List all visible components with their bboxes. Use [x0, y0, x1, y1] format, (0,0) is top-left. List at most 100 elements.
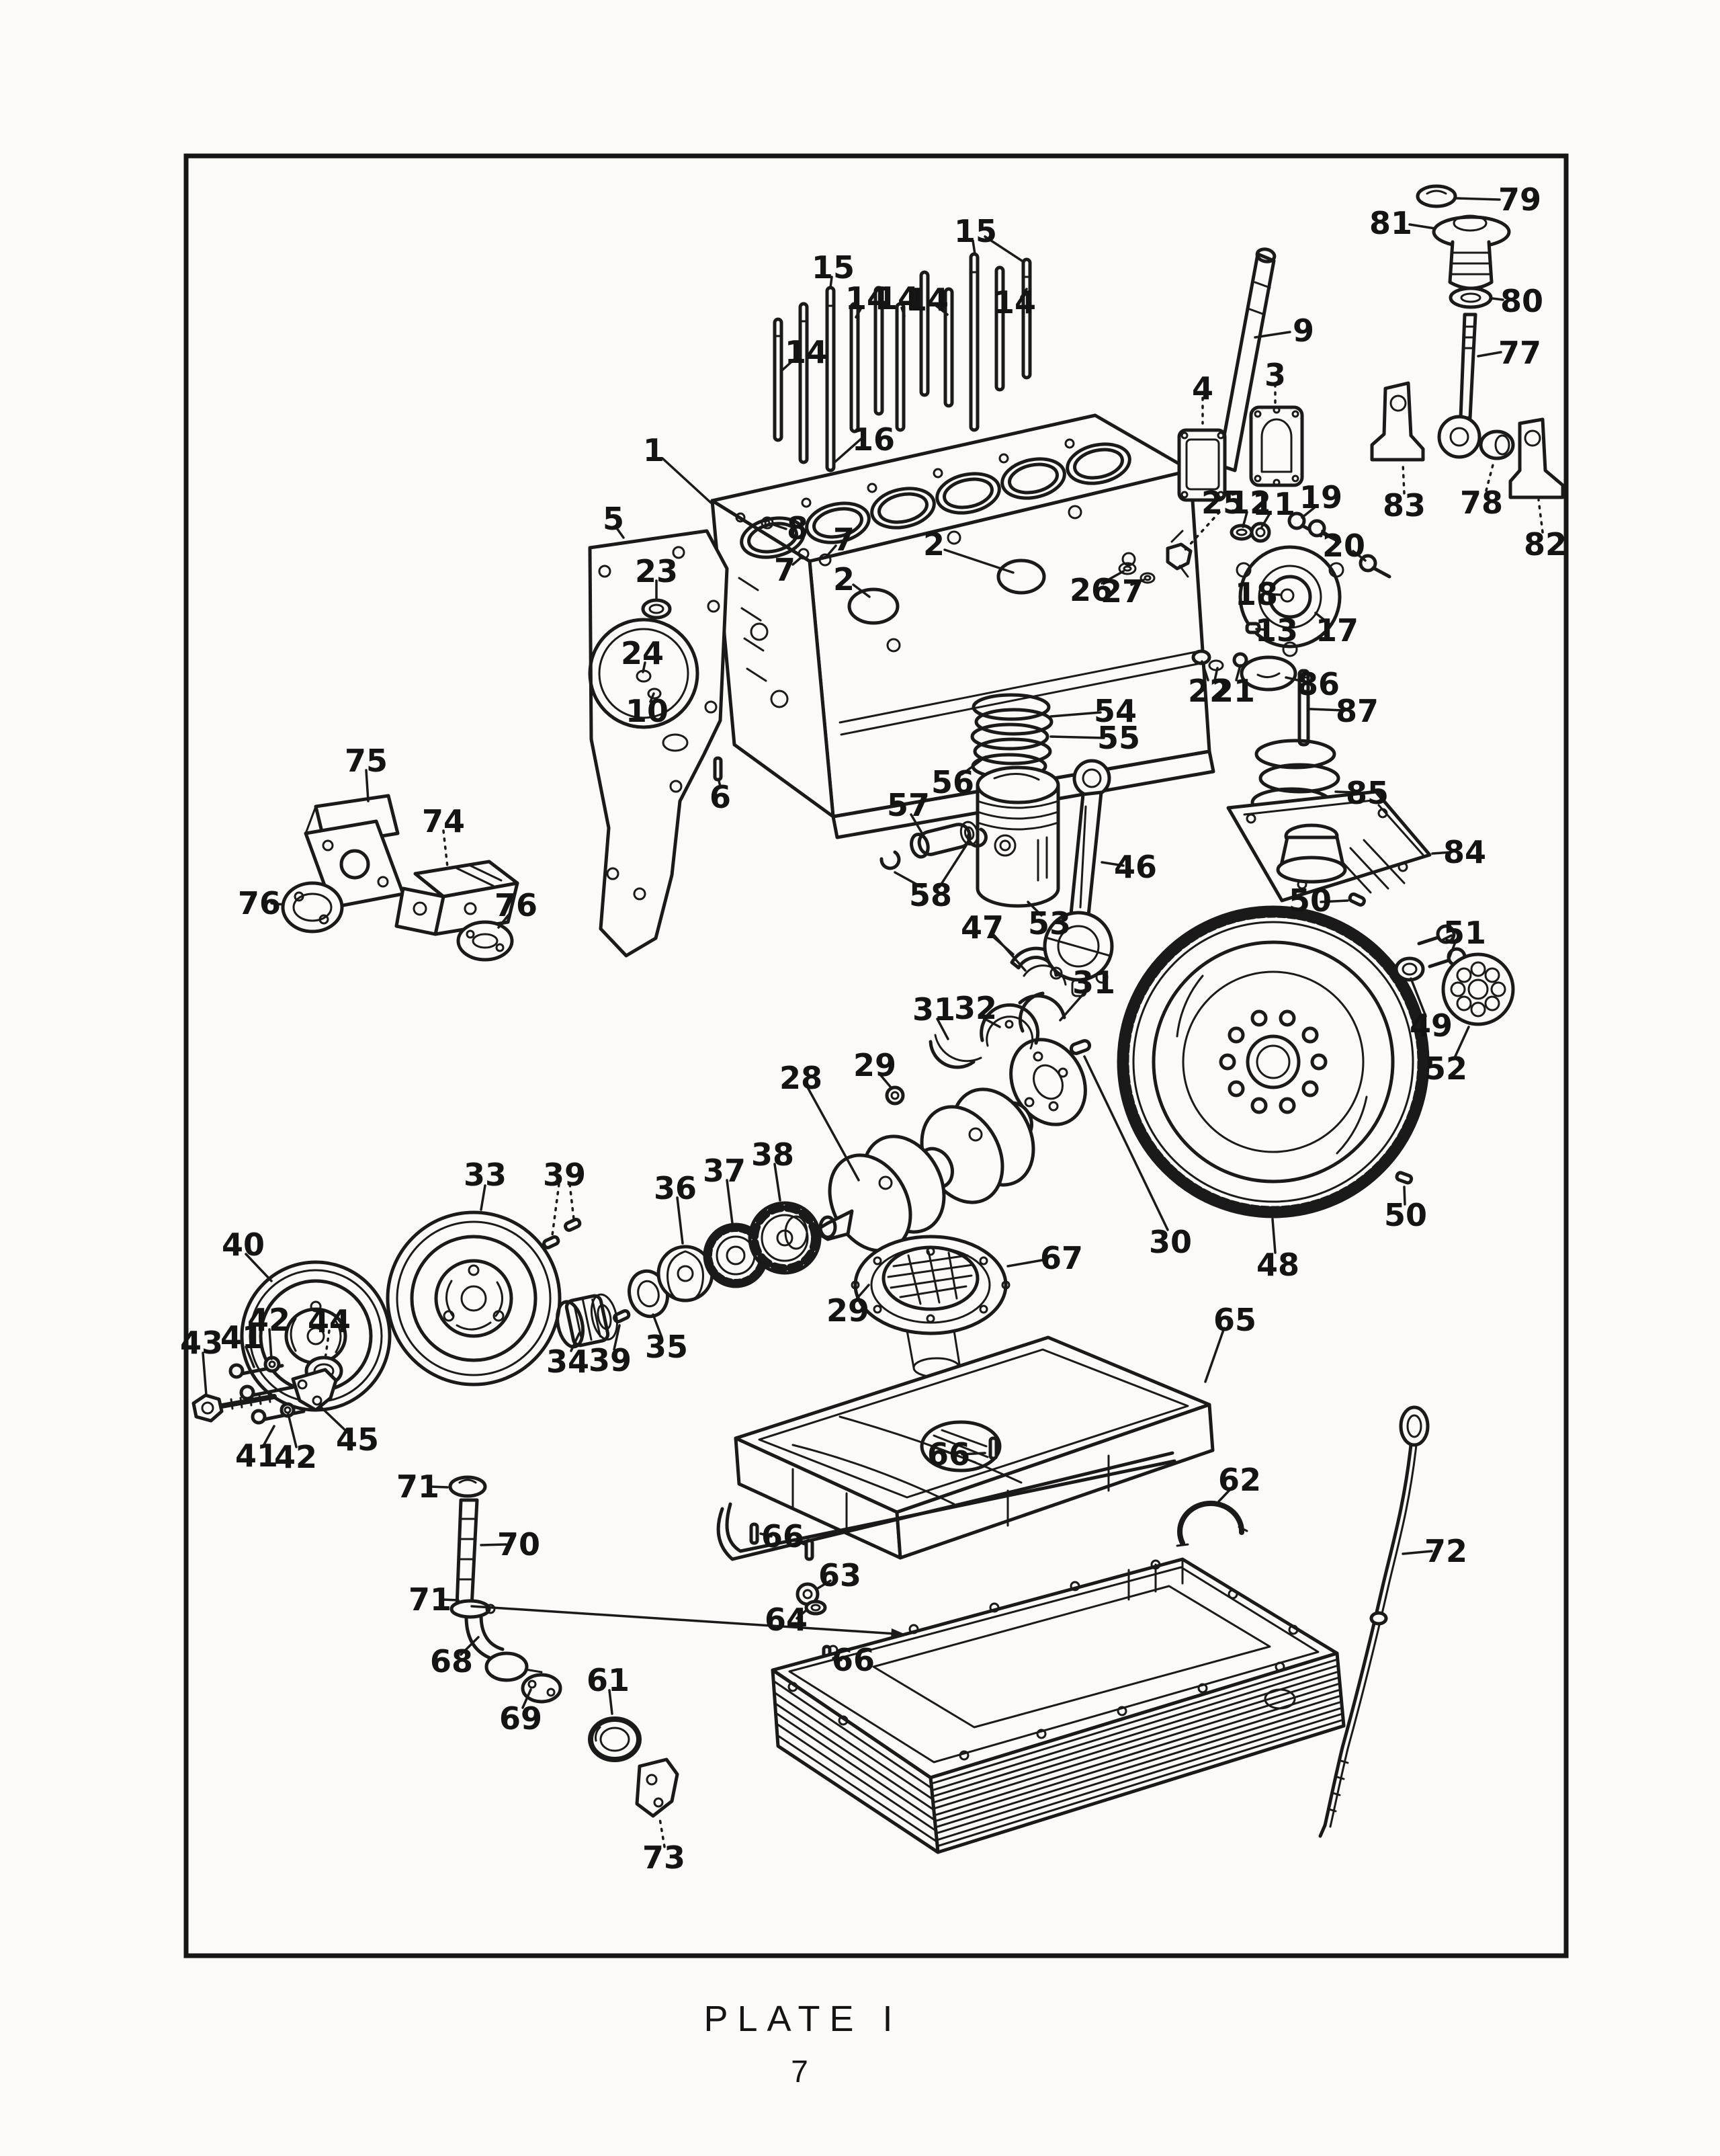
leader-49: [1410, 977, 1427, 1018]
leader-45: [320, 1406, 349, 1434]
callout-27: 27: [1101, 573, 1144, 610]
callout-57: 57: [887, 787, 930, 823]
leader-40: [245, 1253, 273, 1282]
callout-41: 41: [220, 1319, 263, 1356]
callout-46: 46: [1114, 849, 1157, 885]
leader-65: [1204, 1327, 1226, 1383]
leader-82: [1537, 499, 1544, 534]
callout-40: 40: [222, 1227, 265, 1263]
leader-20: [1352, 550, 1367, 562]
callout-58: 58: [909, 877, 952, 913]
leader-67: [1006, 1258, 1047, 1268]
callout-2: 2: [833, 561, 855, 597]
leader-15: [829, 276, 833, 289]
leader-2: [852, 583, 871, 598]
leader-7: [826, 544, 837, 557]
callout-31: 31: [1072, 964, 1115, 1001]
callout-6: 6: [710, 779, 731, 815]
callout-32: 32: [954, 990, 997, 1026]
callout-87: 87: [1336, 693, 1379, 729]
leader-37: [726, 1179, 734, 1225]
leader-27: [1130, 579, 1145, 586]
callout-70: 70: [497, 1526, 540, 1563]
callout-86: 86: [1297, 666, 1340, 702]
callout-4: 4: [1192, 370, 1213, 407]
callout-84: 84: [1443, 834, 1486, 870]
leader-28: [806, 1086, 860, 1181]
leader-81: [1408, 223, 1436, 230]
callout-41: 41: [235, 1438, 278, 1474]
callout-74: 74: [422, 803, 465, 839]
leader-2: [943, 548, 1015, 574]
leader-35: [652, 1313, 663, 1339]
callout-49: 49: [1410, 1007, 1453, 1044]
callout-81: 81: [1369, 205, 1412, 241]
leader-63: [816, 1579, 832, 1590]
leader-72: [1402, 1550, 1433, 1555]
leader-50: [1403, 1186, 1406, 1206]
main-bearing-shells: [929, 991, 1066, 1069]
side-cover-gasket: [1177, 428, 1227, 502]
callout-75: 75: [345, 743, 388, 779]
leader-53: [1027, 901, 1043, 917]
callout-82: 82: [1524, 526, 1567, 563]
leader-64: [796, 1609, 808, 1620]
callout-15: 15: [954, 213, 997, 249]
leader-42: [268, 1328, 273, 1360]
callout-43: 43: [180, 1325, 223, 1361]
callout-69: 69: [499, 1700, 542, 1737]
callout-48: 48: [1256, 1247, 1299, 1283]
page-number: 7: [791, 2054, 808, 2089]
leader-69: [521, 1688, 532, 1709]
callout-22: 22: [1188, 673, 1231, 709]
leader-51: [1442, 934, 1453, 941]
callout-23: 23: [635, 553, 678, 589]
leader-14: [934, 304, 949, 316]
leader-17: [1314, 612, 1330, 625]
engine-mount-rear: [1226, 669, 1432, 903]
engine-block: [710, 413, 1215, 839]
callout-39: 39: [543, 1157, 586, 1193]
leader-47: [993, 934, 1027, 972]
leader-16: [833, 436, 865, 464]
leader-33: [480, 1184, 486, 1211]
callout-20: 20: [1322, 528, 1365, 564]
leader-26: [1101, 570, 1125, 585]
callout-26: 26: [1070, 572, 1113, 608]
callout-39: 39: [589, 1342, 632, 1378]
leader-43: [202, 1352, 208, 1397]
sump-bracket: [635, 1757, 679, 1818]
leader-57: [910, 813, 926, 839]
crankshaft: [808, 1038, 1087, 1287]
leader-30: [1083, 1055, 1169, 1231]
leader-12: [1242, 511, 1248, 528]
leader-10: [649, 692, 655, 703]
leader-79: [1455, 197, 1501, 201]
leader-54: [1049, 711, 1102, 718]
callout-24: 24: [621, 635, 664, 671]
callout-7: 7: [774, 552, 796, 588]
leader-14: [1020, 288, 1028, 298]
callout-53: 53: [1028, 905, 1071, 942]
callout-3: 3: [1264, 357, 1286, 393]
callout-25: 25: [1201, 485, 1244, 521]
callout-29: 29: [853, 1047, 896, 1083]
callout-65: 65: [1213, 1302, 1256, 1338]
leader-18: [1266, 593, 1282, 596]
callout-83: 83: [1383, 487, 1426, 524]
leader-21: [1235, 664, 1242, 681]
flywheel-group: [1069, 892, 1515, 1218]
callout-44: 44: [308, 1303, 351, 1339]
plate-caption: PLATE I: [703, 1999, 902, 2039]
leader-73: [658, 1817, 666, 1848]
leader-5: [615, 527, 625, 539]
leader-41: [245, 1345, 255, 1368]
leader-arrowhead: [891, 1628, 906, 1639]
callout-14: 14: [785, 334, 828, 370]
leader-39: [613, 1324, 621, 1351]
leader-39: [551, 1183, 560, 1237]
callout-35: 35: [645, 1329, 688, 1365]
leader-76: [497, 913, 511, 929]
